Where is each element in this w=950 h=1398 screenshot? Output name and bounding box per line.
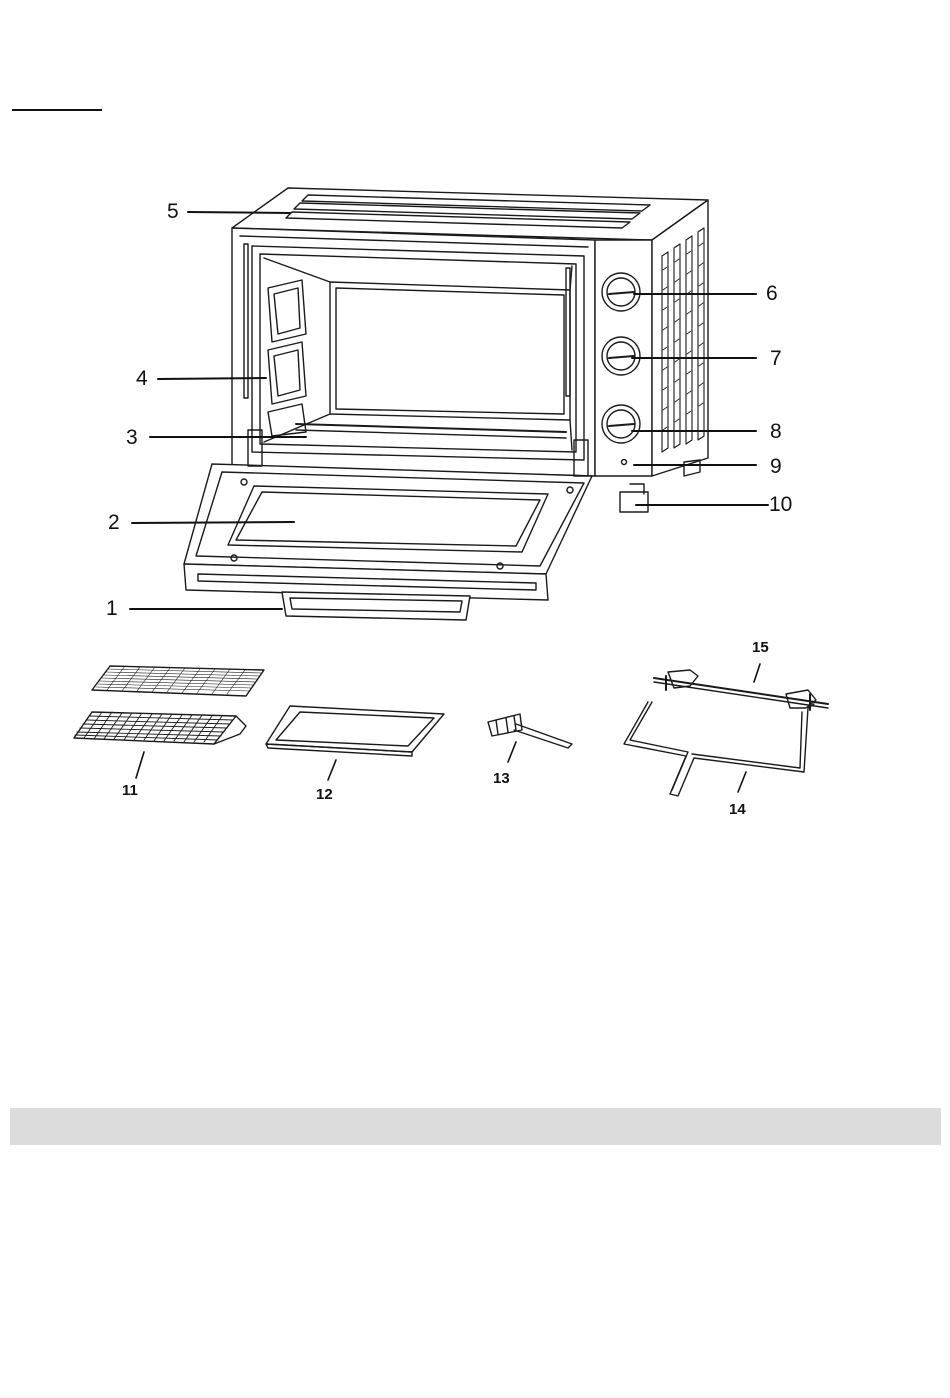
knob-function bbox=[602, 405, 640, 443]
wire-rack-lower bbox=[74, 712, 246, 744]
callout-8: 8 bbox=[770, 421, 782, 442]
callout-3: 3 bbox=[126, 427, 138, 448]
section-header-band bbox=[10, 1108, 941, 1145]
callout-14: 14 bbox=[729, 802, 746, 817]
callout-10: 10 bbox=[769, 494, 792, 515]
callout-6: 6 bbox=[766, 283, 778, 304]
oven-foot bbox=[620, 492, 648, 512]
rack-handle bbox=[488, 714, 572, 748]
callout-13: 13 bbox=[493, 771, 510, 786]
callout-15: 15 bbox=[752, 640, 769, 655]
callout-9: 9 bbox=[770, 456, 782, 477]
callout-5: 5 bbox=[167, 201, 179, 222]
wire-rack bbox=[92, 666, 264, 696]
knob-temperature bbox=[602, 337, 640, 375]
knob-timer bbox=[602, 273, 640, 311]
callout-12: 12 bbox=[316, 787, 333, 802]
oven-body bbox=[232, 188, 708, 512]
rotisserie-spit bbox=[654, 670, 828, 710]
callout-11: 11 bbox=[122, 783, 138, 798]
callout-4: 4 bbox=[136, 368, 148, 389]
callout-2: 2 bbox=[108, 512, 120, 533]
baking-tray bbox=[266, 706, 444, 756]
rotisserie-fork bbox=[624, 702, 814, 796]
callout-7: 7 bbox=[770, 348, 782, 369]
callout-1: 1 bbox=[106, 598, 118, 619]
